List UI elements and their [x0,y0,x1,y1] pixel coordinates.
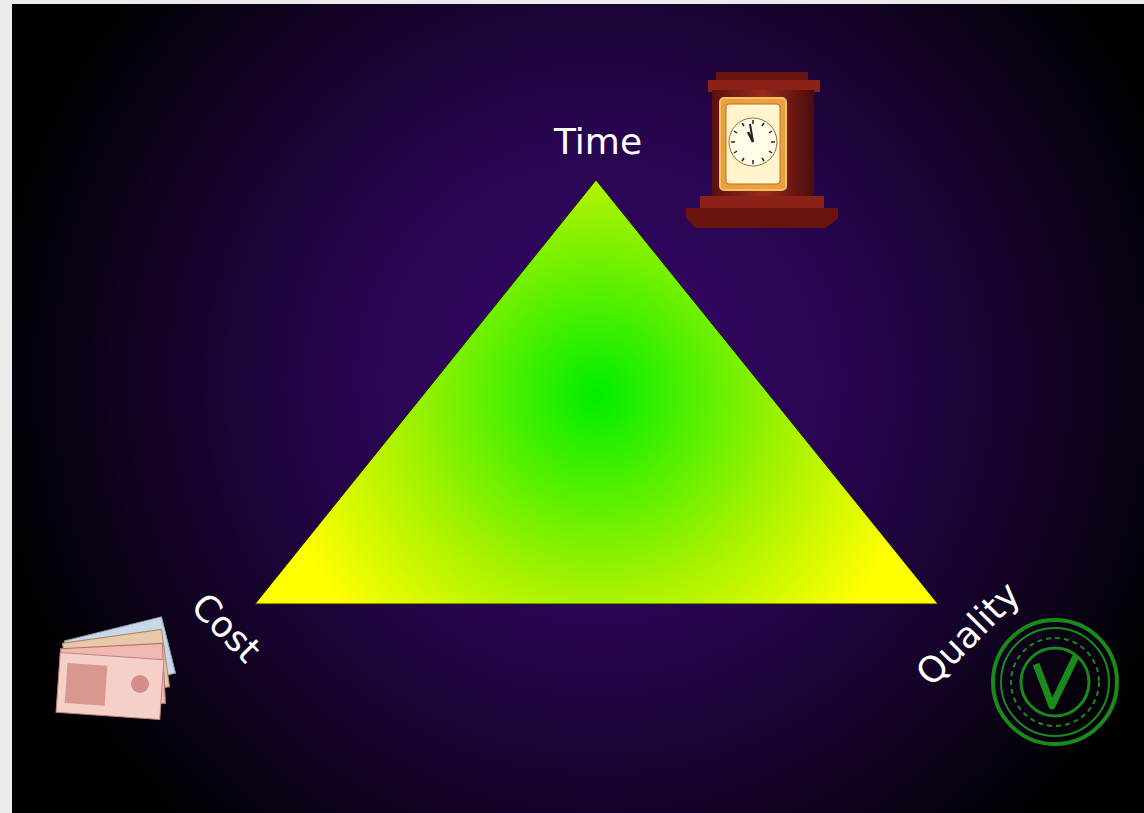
vertex-label: Time [554,124,642,160]
background [12,4,1144,813]
quality-stamp [993,620,1117,744]
clock-icon [686,72,838,228]
money-icon [56,617,175,720]
triangle [255,180,938,604]
